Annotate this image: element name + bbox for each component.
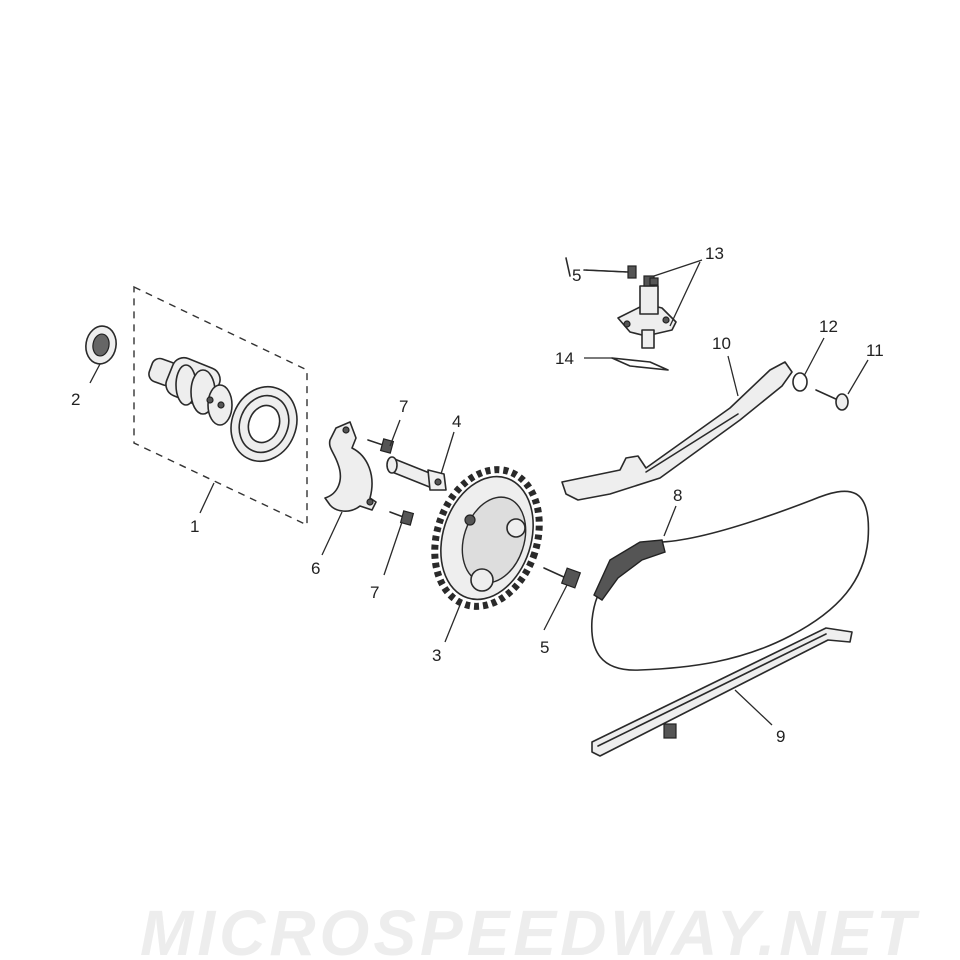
callout-11: 11 (866, 341, 884, 360)
callout-12: 12 (819, 317, 838, 336)
callout-3: 3 (432, 646, 441, 665)
decompressor-pin[interactable] (386, 456, 447, 491)
sprocket-bolt[interactable] (543, 567, 582, 589)
cam-plate[interactable] (324, 421, 377, 512)
chain-tensioner-slipper[interactable] (561, 361, 793, 501)
timing-chain-icon[interactable] (590, 490, 870, 671)
callout-2: 2 (71, 390, 80, 409)
callout-7-lower: 7 (370, 583, 379, 602)
callout-5-sprocket: 5 (540, 638, 549, 657)
chain-tensioner-icon[interactable] (617, 275, 677, 349)
oil-seal-icon[interactable] (83, 324, 119, 367)
callout-14: 14 (555, 349, 574, 368)
cam-sprocket-icon[interactable] (418, 456, 556, 620)
leader-lines (89, 259, 869, 726)
bolt-upper[interactable] (367, 438, 395, 454)
callout-7-upper: 7 (399, 397, 408, 416)
callout-5-tensioner: 5 (572, 266, 581, 285)
watermark-text: MICROSPEEDWAY.NET (140, 897, 920, 960)
camshaft-assembly[interactable] (133, 285, 308, 527)
callout-9: 9 (776, 727, 785, 746)
o-ring[interactable] (792, 372, 808, 392)
tensioner-gasket[interactable] (611, 357, 669, 371)
tensioner-bolt[interactable] (815, 389, 849, 411)
camshaft-icon (148, 356, 233, 426)
callout-10: 10 (712, 334, 731, 353)
callout-labels: 1 2 3 4 5 5 6 7 7 8 9 10 11 12 13 14 (71, 244, 884, 746)
callout-8: 8 (673, 486, 682, 505)
callout-13: 13 (705, 244, 724, 263)
callout-6: 6 (311, 559, 320, 578)
chain-guide-lower[interactable] (591, 627, 853, 757)
callout-1: 1 (190, 517, 199, 536)
bolt-lower[interactable] (389, 510, 415, 526)
bearing-icon (230, 385, 298, 463)
callout-4: 4 (452, 412, 461, 431)
